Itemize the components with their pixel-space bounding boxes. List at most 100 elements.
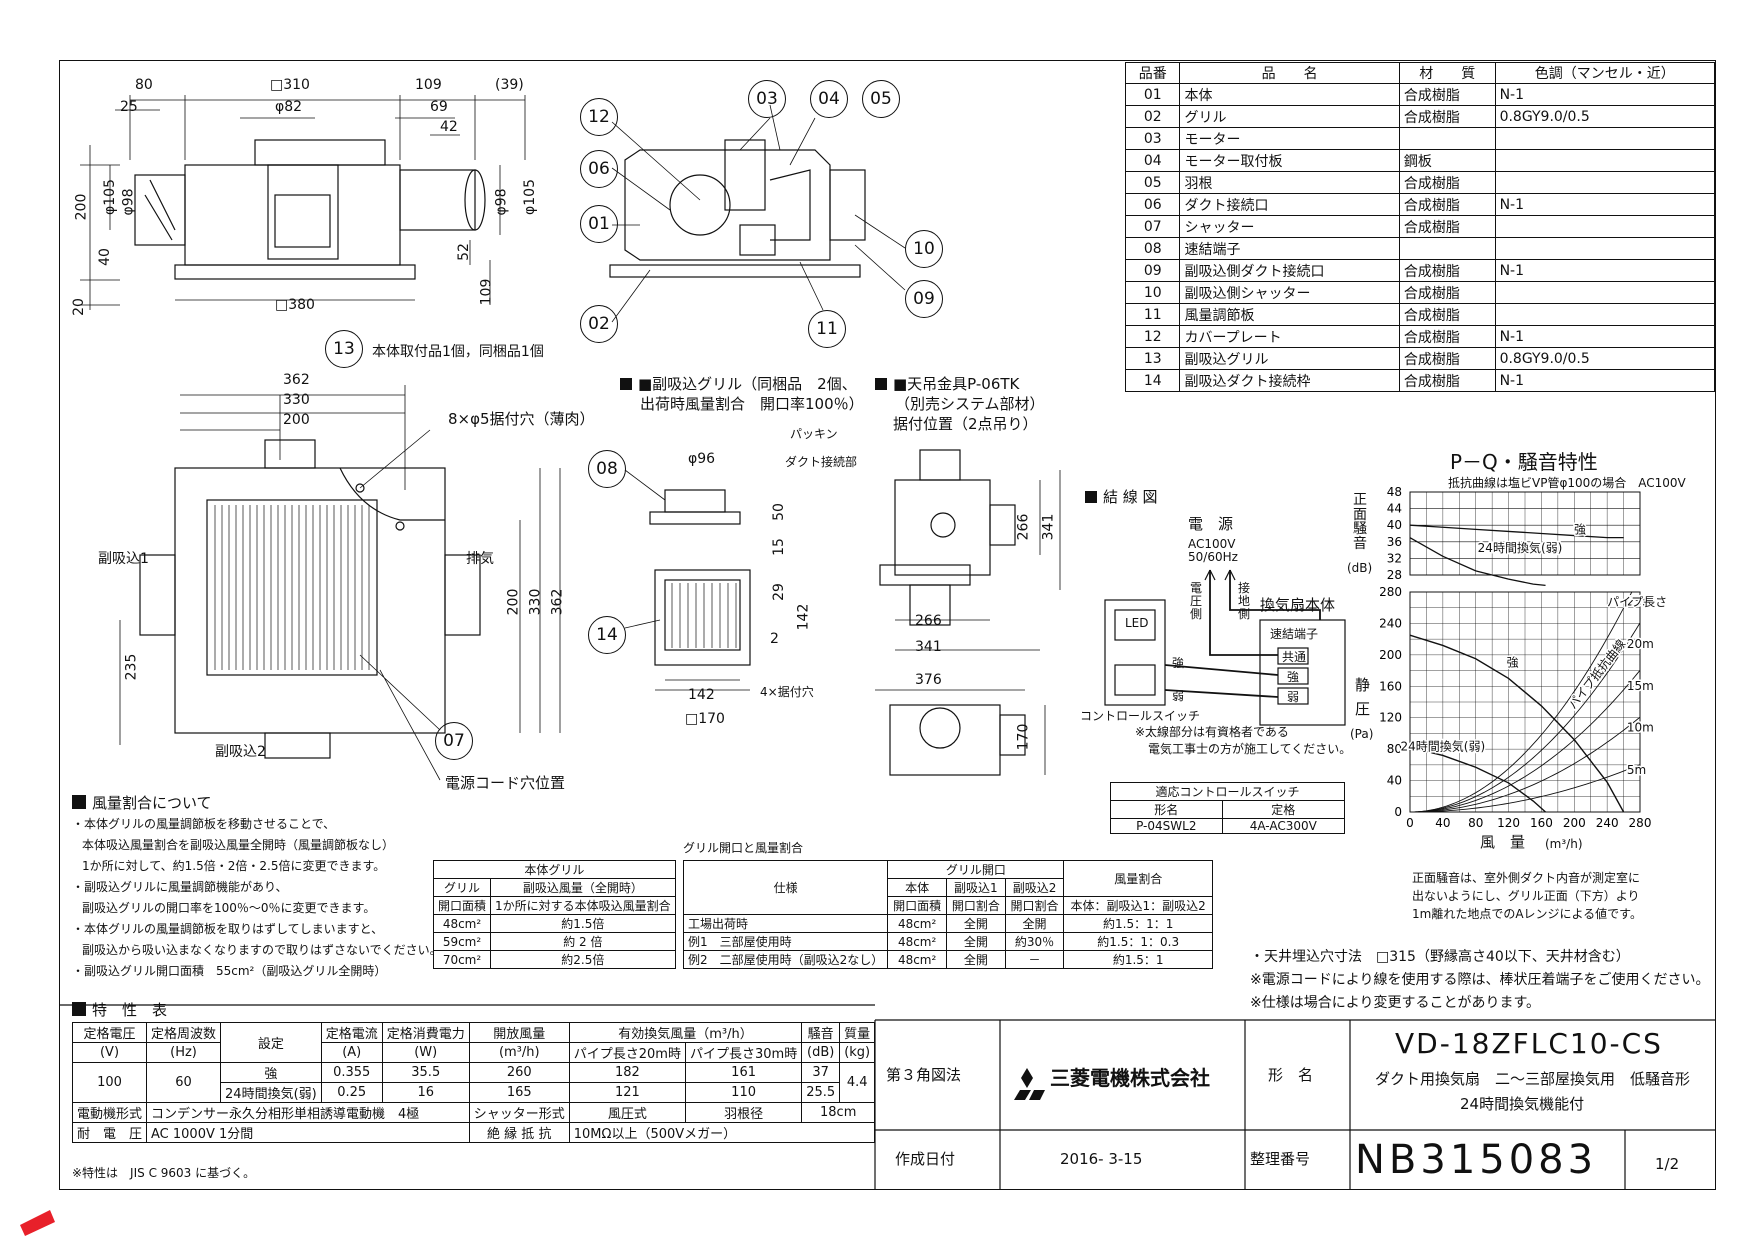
body-section [624,149,831,261]
mitsubishi-logo-icon [1014,1068,1045,1100]
parts-cell-name: 本体 [1179,83,1400,106]
parts-cell-material: 鋼板 [1398,149,1496,172]
control-switch-label: コントロールスイッチ [1080,709,1201,723]
cord-note: ※電源コードにより線を使用する際は、棒状圧着端子をご使用ください。 [1250,972,1710,988]
dim-80: 80 [135,77,153,93]
spec-u-v: (V) [71,1042,148,1063]
spec-h-current: 定格電流 [320,1022,383,1043]
parts-cell-name: グリル [1179,105,1400,128]
opening-cell: 約1.5：1 [1063,950,1213,969]
wiring-note-2: 電気工事士の方が施工してください。 [1148,742,1352,756]
drawing-number: NB315083 [1355,1137,1598,1183]
opening-h-open: グリル開口 [887,860,1065,879]
model-feature: 24時間換気機能付 [1460,1095,1585,1113]
parts-cell-color [1494,127,1716,150]
parts-cell-material: 合成樹脂 [1398,171,1496,194]
date-label: 作成日付 [895,1150,956,1168]
model-name-label: 形 名 [1268,1066,1314,1084]
grille-row1-ratio: 約1.5倍 [490,914,676,933]
parts-cell-material: 合成樹脂 [1398,325,1496,348]
dim-phi98-left: φ98 [120,188,137,216]
dim-341-hanger: 341 [915,639,942,655]
spec-h-effective-flow: 有効換気風量（m³/h） [568,1022,803,1043]
switch-table-rating: 4A-AC300V [1221,818,1346,834]
label-sub-inlet-2: 副吸込2 [215,744,266,760]
hanger-title: ■天吊金具P-06TK [875,377,1019,392]
spec-r2-30m: 110 [684,1082,803,1103]
dim-310: □310 [270,77,310,93]
noise-ylabel: 正面騒音 [1353,492,1367,553]
parts-cell-name: ダクト接続口 [1179,193,1400,216]
dim-phi105-left: φ105 [101,179,118,215]
terminal-common: 共通 [1282,650,1307,664]
parts-cell-material: 合成樹脂 [1398,105,1496,128]
dim-330: 330 [283,392,310,408]
parts-cell-no: 10 [1124,281,1181,304]
parts-cell-color: N-1 [1494,325,1716,348]
switch-table-model: P-04SWL2 [1110,818,1223,834]
parts-cell-color [1494,237,1716,260]
dim-29-grille: 29 [770,583,787,601]
spec-insulation-value: 10MΩ以上（500Vメガー） [568,1122,876,1143]
parts-cell-name: カバープレート [1179,325,1400,348]
dim-25: 25 [120,99,138,115]
dim-52: 52 [455,243,472,261]
model-description: ダクト用換気扇 二～三部屋換気用 低騒音形 [1375,1070,1691,1088]
parts-cell-material: 合成樹脂 [1398,347,1496,370]
parts-cell-name: 副吸込ダクト接続枠 [1179,369,1400,392]
balloon-11: 11 [808,310,846,348]
plan-sub2-inlet [264,732,331,759]
spec-r1-current: 0.355 [320,1062,383,1083]
dim-170-hanger: 170 [1015,723,1032,751]
ceiling-hole-note: ・天井埋込穴寸法 □315（野縁高さ40以下、天井材含む） [1250,949,1630,965]
parts-cell-name: 副吸込グリル [1179,347,1400,370]
balloon-03: 03 [748,80,786,118]
parts-cell-material: 合成樹脂 [1398,215,1496,238]
parts-cell-material [1398,127,1496,150]
corner-mark-icon [20,1210,55,1236]
spec-h-voltage: 定格電圧 [71,1022,148,1043]
dim-200: 200 [73,193,90,221]
balloon-07: 06 [580,150,618,188]
parts-cell-no: 03 [1124,127,1181,150]
opening-h-s1: 副吸込1 [945,878,1006,897]
opening-h-spec: 仕様 [682,860,889,915]
parts-cell-name: 速結端子 [1179,237,1400,260]
spec-h-open-flow: 開放風量 [468,1022,570,1043]
wiring-note-1: ※太線部分は有資格者である [1135,725,1289,739]
dim-200-right: 200 [505,588,522,616]
spec-r2-noise: 25.5 [801,1082,841,1103]
plan-body [174,467,446,734]
opening-cell: 全開 [1004,914,1065,933]
parts-cell-no: 08 [1124,237,1181,260]
voltage-side: 電圧側 [1190,581,1203,622]
grille-plate-side [174,264,416,280]
sub-grille-front [654,569,751,666]
spec-r1-30m: 161 [684,1062,803,1083]
parts-cell-no: 12 [1124,325,1181,348]
parts-cell-no: 11 [1124,303,1181,326]
opening-cell: 48cm² [887,950,947,969]
parts-cell-material: 合成樹脂 [1398,193,1496,216]
dim-170-grille: □170 [685,711,725,727]
dim-376-hanger: 376 [915,672,942,688]
terminal-label: 速結端子 [1270,627,1319,641]
spec-motor-value: コンデンサー永久分相形単相誘導電動機 4極 [146,1102,470,1123]
parts-cell-material: 合成樹脂 [1398,259,1496,282]
spec-h-setting: 設定 [220,1022,322,1063]
spec-r2-current: 0.25 [320,1082,383,1103]
grille-holes-label: 4×据付穴 [760,685,814,699]
balloon-08: 07 [435,722,473,760]
parts-cell-no: 07 [1124,215,1181,238]
grille-h2b: 1か所に対する本体吸込風量割合 [490,896,676,915]
balloon-13: 14 [588,616,626,654]
opening-h-s1b: 開口割合 [945,896,1006,915]
parts-cell-color: 0.8GY9.0/0.5 [1494,347,1716,370]
balloon-01: 01 [580,205,618,243]
dim-142-vertical: 142 [795,603,812,631]
projection-label: 第３角図法 [886,1066,962,1084]
